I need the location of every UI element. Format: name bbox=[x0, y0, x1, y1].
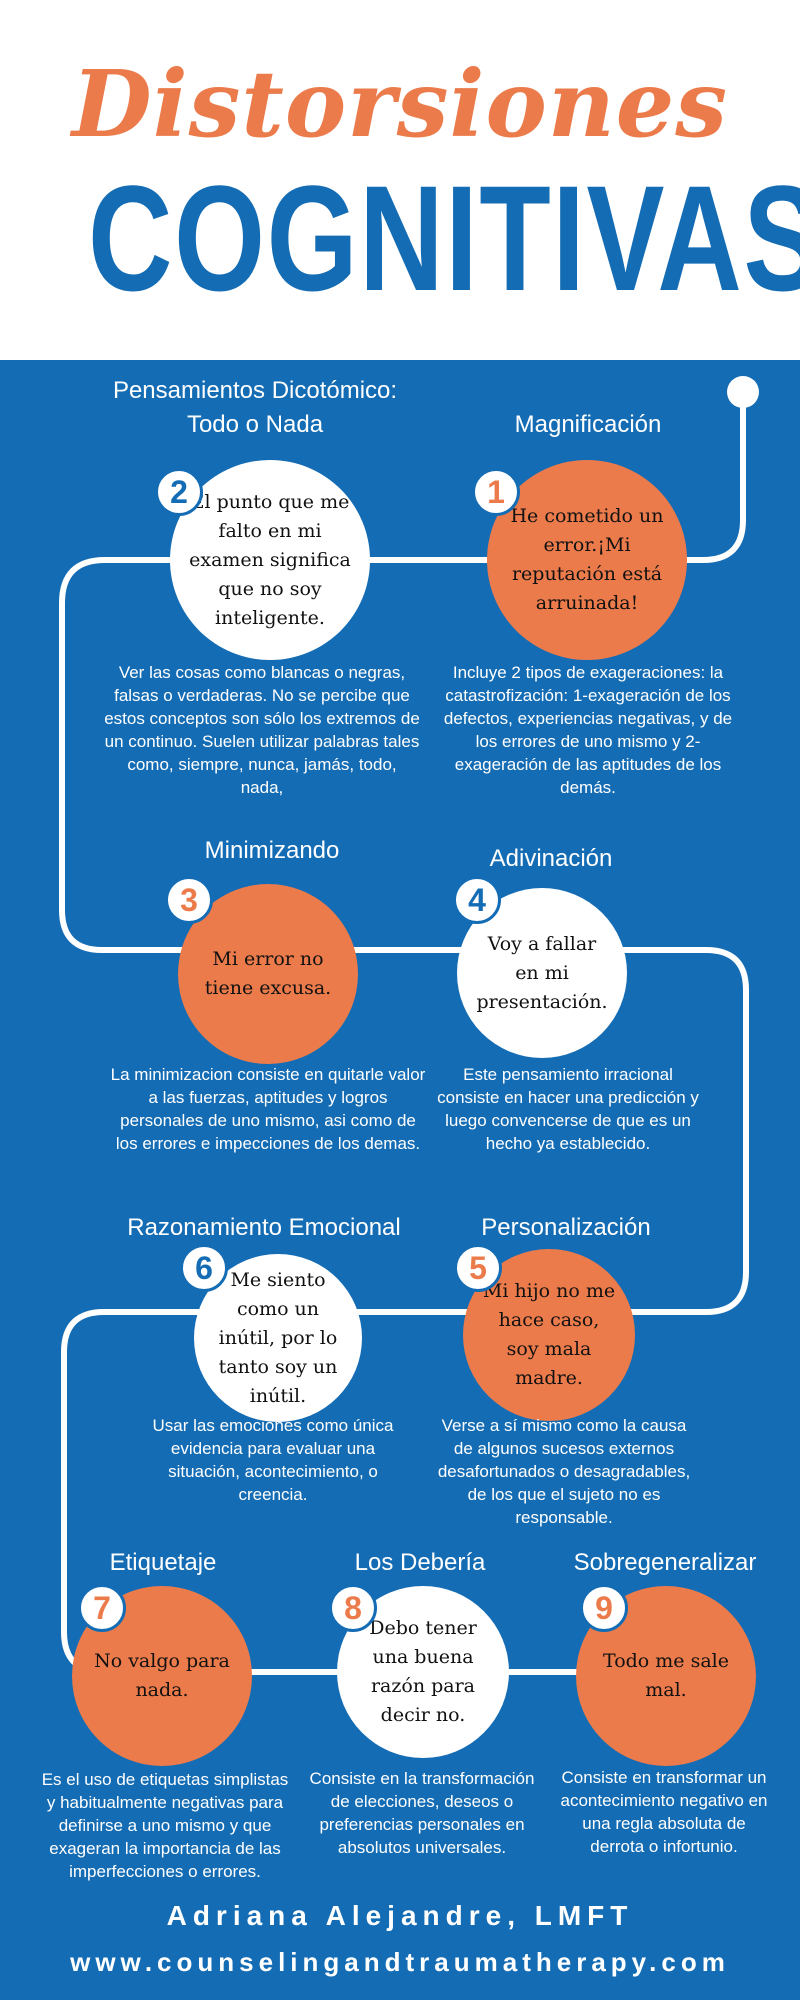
item-8-badge: 8 bbox=[329, 1584, 377, 1632]
footer-website-link[interactable]: www.counselingandtraumatherapy.com bbox=[70, 1947, 730, 1977]
item-4-circle: Voy a fallar en mi presentación. bbox=[457, 888, 627, 1058]
item-8-title: Los Debería bbox=[354, 1549, 486, 1576]
item-3-circle: Mi error no tiene excusa. bbox=[178, 884, 358, 1064]
item-4-badge: 4 bbox=[453, 876, 501, 924]
item-5-description: Verse a sí mismo como la causa de alguno… bbox=[437, 1416, 691, 1527]
item-6-title: Razonamiento Emocional bbox=[127, 1214, 401, 1241]
item-7-description: Es el uso de etiquetas simplistas y habi… bbox=[41, 1770, 289, 1881]
item-6-badge: 6 bbox=[180, 1244, 228, 1292]
item-2-badge: 2 bbox=[155, 468, 203, 516]
item-4-title: Adivinación bbox=[489, 845, 613, 872]
item-6-description: Usar las emociones como única evidencia … bbox=[152, 1416, 394, 1504]
item-2-circle: El punto que me falto en mi examen signi… bbox=[170, 460, 370, 660]
item-8-description: Consiste en la transformación de eleccio… bbox=[309, 1769, 535, 1857]
footer-author: Adriana Alejandre, LMFT bbox=[166, 1900, 634, 1931]
item-1-badge: 1 bbox=[472, 468, 520, 516]
item-2-description: Ver las cosas como blancas o negras, fal… bbox=[104, 663, 420, 797]
item-1-circle: He cometido un error.¡Mi reputación está… bbox=[487, 460, 687, 660]
item-2-title: Pensamientos Dicotómico: Todo o Nada bbox=[112, 377, 398, 438]
item-5-badge: 5 bbox=[454, 1244, 502, 1292]
item-9-title: Sobregeneralizar bbox=[573, 1549, 757, 1576]
path-end-dot bbox=[727, 376, 759, 408]
title-distorsiones: Distorsiones bbox=[71, 50, 729, 158]
item-1-title: Magnificación bbox=[514, 411, 662, 438]
item-3-description: La minimizacion consiste en quitarle val… bbox=[110, 1065, 426, 1153]
title-cognitivas: COGNITIVAS bbox=[88, 154, 800, 322]
item-7-badge: 7 bbox=[78, 1584, 126, 1632]
item-1-description: Incluye 2 tipos de exageraciones: la cat… bbox=[443, 663, 733, 797]
item-4-description: Este pensamiento irracional consiste en … bbox=[437, 1065, 699, 1153]
item-3-title: Minimizando bbox=[204, 837, 340, 864]
item-9-description: Consiste en transformar un acontecimient… bbox=[560, 1768, 768, 1856]
item-7-title: Etiquetaje bbox=[109, 1549, 217, 1576]
item-9-badge: 9 bbox=[580, 1584, 628, 1632]
item-3-badge: 3 bbox=[165, 876, 213, 924]
item-5-title: Personalización bbox=[481, 1214, 651, 1241]
item-8-circle: Debo tener una buena razón para decir no… bbox=[337, 1586, 509, 1758]
header: Distorsiones COGNITIVAS bbox=[0, 0, 800, 360]
